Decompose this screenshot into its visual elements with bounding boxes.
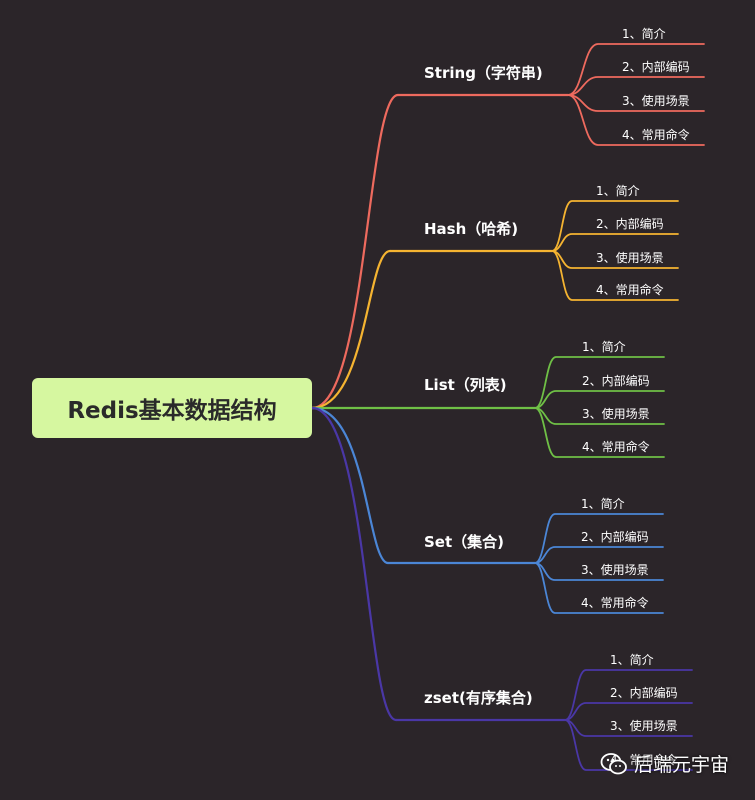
leaf-label-3-3: 3、使用场景 (582, 407, 650, 421)
root-node: Redis基本数据结构 (32, 378, 312, 438)
branch-label-2: Hash（哈希) (424, 220, 519, 238)
watermark-label: 后端元宇宙 (634, 754, 730, 776)
leaf-connector-5-2 (564, 702, 693, 721)
wechat-icon (600, 752, 627, 774)
branch-label-3: List（列表) (424, 376, 507, 394)
branch-connector-1 (310, 93, 400, 410)
branch-label-4: Set（集合) (424, 533, 505, 551)
leaf-label-4-3: 3、使用场景 (581, 563, 649, 577)
leaf-label-4-1: 1、简介 (581, 497, 625, 511)
branch-label-1: String（字符串) (424, 64, 543, 82)
branch-connector-4 (310, 406, 390, 565)
leaf-label-2-4: 4、常用命令 (596, 283, 664, 297)
watermark: 后端元宇宙 (600, 750, 729, 777)
leaf-connector-3-4 (534, 407, 665, 458)
leaf-label-3-1: 1、简介 (582, 340, 626, 354)
leaf-connector-4-4 (534, 562, 664, 614)
leaf-label-4-4: 4、常用命令 (581, 596, 649, 610)
leaf-connector-2-4 (551, 250, 679, 301)
leaf-connector-4-1 (534, 513, 664, 564)
leaf-connector-3-1 (534, 356, 665, 409)
leaf-connector-5-4 (564, 719, 693, 771)
root-node-label: Redis基本数据结构 (67, 398, 277, 424)
branch-connector-2 (310, 249, 392, 410)
leaf-label-5-2: 2、内部编码 (610, 686, 678, 700)
branch-connector-5 (310, 406, 398, 722)
leaf-label-5-4: 4、常用命令 (610, 753, 678, 767)
leaf-label-5-3: 3、使用场景 (610, 719, 678, 733)
leaf-connector-1-4 (567, 94, 705, 146)
leaf-label-2-3: 3、使用场景 (596, 251, 664, 265)
leaf-label-1-3: 3、使用场景 (622, 94, 690, 108)
leaf-connector-3-2 (534, 390, 665, 409)
leaf-label-1-2: 2、内部编码 (622, 60, 690, 74)
leaf-label-3-2: 2、内部编码 (582, 374, 650, 388)
branch-label-5: zset(有序集合) (424, 689, 533, 707)
leaf-connector-2-1 (551, 200, 679, 252)
leaf-label-1-4: 4、常用命令 (622, 128, 690, 142)
leaf-connector-2-2 (551, 233, 679, 252)
leaf-label-2-2: 2、内部编码 (596, 217, 664, 231)
leaf-label-5-1: 1、简介 (610, 653, 654, 667)
leaf-connector-5-1 (564, 669, 693, 721)
leaf-connector-4-2 (534, 546, 664, 564)
leaf-connector-1-1 (567, 43, 705, 96)
leaf-connector-1-2 (567, 76, 705, 96)
leaf-label-2-1: 1、简介 (596, 184, 640, 198)
leaf-label-4-2: 2、内部编码 (581, 530, 649, 544)
leaf-label-1-1: 1、简介 (622, 27, 666, 41)
leaf-label-3-4: 4、常用命令 (582, 440, 650, 454)
